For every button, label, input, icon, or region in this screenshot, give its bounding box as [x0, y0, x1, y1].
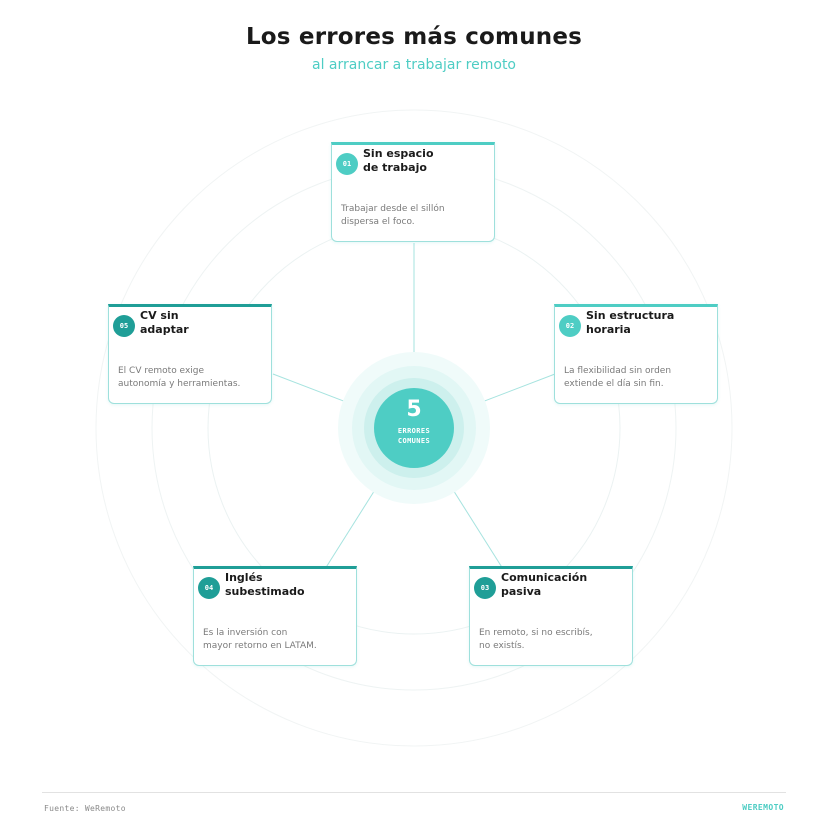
card-description: Trabajar desde el sillón dispersa el foc…: [341, 204, 445, 227]
card-title: Sin espacio de trabajo: [363, 147, 434, 174]
center-hub: 5 ERRORES COMUNES: [374, 388, 454, 468]
card-description: En remoto, si no escribís, no existís.: [479, 628, 593, 651]
error-card-04: 04 Inglés subestimado Es la inversión co…: [193, 566, 357, 666]
error-card-01: 01 Sin espacio de trabajo Trabajar desde…: [331, 142, 495, 242]
center-number: 5: [406, 397, 422, 422]
page-subtitle: al arrancar a trabajar remoto: [311, 57, 516, 73]
card-number-badge: 05: [113, 315, 135, 337]
card-number-badge: 03: [474, 577, 496, 599]
footer-source: Fuente: WeRemoto: [44, 804, 126, 813]
center-label: ERRORES COMUNES: [397, 427, 431, 445]
error-card-03: 03 Comunicación pasiva En remoto, si no …: [469, 566, 633, 666]
card-title: Comunicación pasiva: [501, 571, 588, 598]
card-title: Inglés subestimado: [225, 571, 305, 598]
card-description: El CV remoto exige autonomía y herramien…: [118, 366, 241, 389]
error-card-05: 05 CV sin adaptar El CV remoto exige aut…: [108, 304, 272, 404]
footer-brand: WEREMOTO: [742, 803, 784, 812]
center-circle: [374, 388, 454, 468]
error-card-02: 02 Sin estructura horaria La flexibilida…: [554, 304, 718, 404]
card-title: Sin estructura horaria: [586, 309, 675, 336]
background-ring: [95, 109, 733, 747]
card-description: La flexibilidad sin orden extiende el dí…: [564, 366, 672, 389]
footer-divider: [42, 792, 786, 793]
card-number-badge: 04: [198, 577, 220, 599]
card-number-badge: 01: [336, 153, 358, 175]
card-number-badge: 02: [559, 315, 581, 337]
card-title: CV sin adaptar: [140, 309, 189, 336]
card-description: Es la inversión con mayor retorno en LAT…: [203, 628, 317, 651]
page-title: Los errores más comunes: [245, 24, 583, 50]
